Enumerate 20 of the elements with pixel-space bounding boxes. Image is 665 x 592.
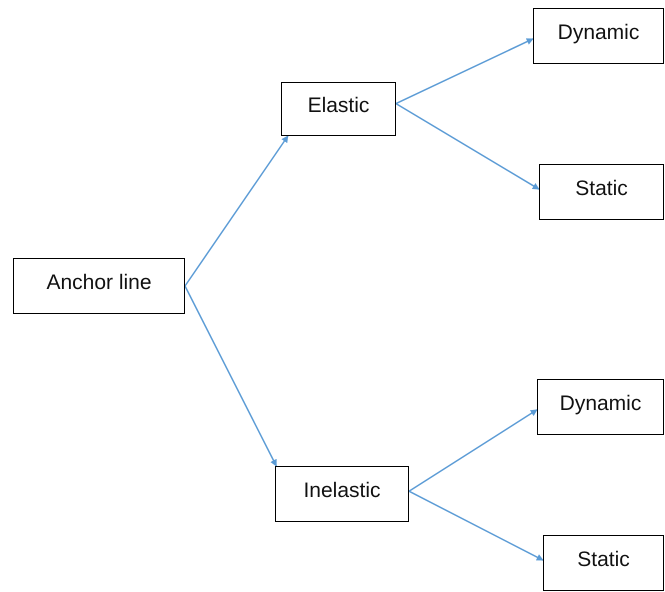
box-label: Dynamic [560, 392, 642, 416]
category-box [539, 164, 664, 220]
category-box [543, 535, 664, 591]
category-box [533, 8, 664, 64]
arrow [184, 135, 289, 286]
category-box [537, 379, 664, 435]
arrow [396, 102, 540, 190]
category-box [13, 258, 185, 314]
arrow [396, 38, 534, 104]
arrow [184, 286, 277, 467]
box-label: Static [575, 177, 628, 201]
box-label: Dynamic [558, 21, 640, 45]
box-label: Elastic [308, 94, 370, 118]
arrow [408, 490, 544, 561]
arrow [408, 409, 538, 492]
box-label: Inelastic [303, 479, 381, 503]
category-box [281, 82, 396, 136]
box-label: Static [577, 548, 630, 572]
category-box [275, 466, 409, 522]
box-label: Anchor line [46, 271, 152, 295]
